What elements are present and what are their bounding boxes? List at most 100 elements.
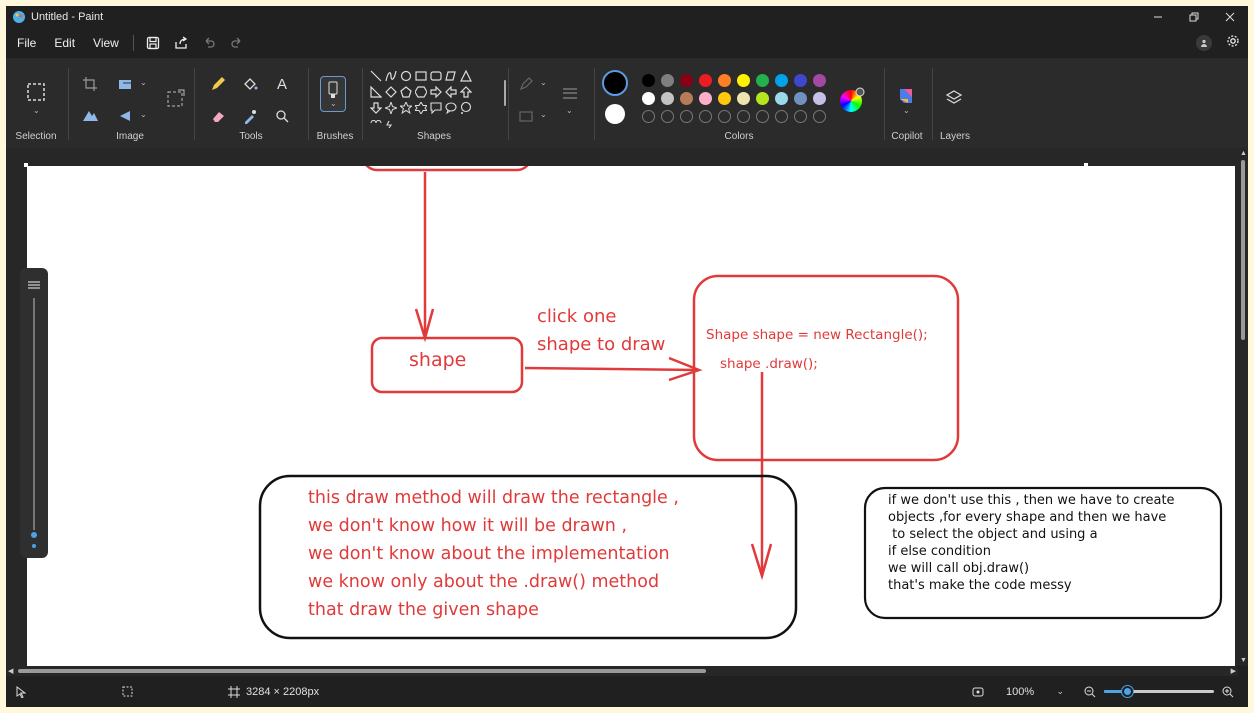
menu-view[interactable]: View — [93, 36, 119, 50]
zoom-dropdown[interactable]: 100% ⌄ — [998, 676, 1070, 707]
outline-button[interactable] — [516, 74, 536, 94]
shape-oval-callout[interactable] — [443, 100, 458, 116]
fill-button[interactable] — [240, 74, 260, 94]
custom-color-swatch[interactable] — [642, 110, 655, 123]
custom-color-swatch[interactable] — [737, 110, 750, 123]
shape-hexagon[interactable] — [413, 84, 428, 100]
share-button[interactable] — [170, 32, 192, 54]
scroll-right-icon[interactable]: ▶ — [1230, 668, 1236, 675]
color-swatch[interactable] — [642, 92, 655, 105]
color-swatch[interactable] — [737, 74, 750, 87]
chevron-down-icon[interactable]: ⌄ — [33, 106, 40, 115]
shape-heart[interactable] — [368, 116, 383, 132]
shapes-scrollbar[interactable] — [504, 80, 506, 106]
shape-left-arrow[interactable] — [443, 84, 458, 100]
color-picker-button[interactable] — [240, 106, 260, 126]
color-swatch[interactable] — [661, 74, 674, 87]
layers-button[interactable] — [944, 88, 964, 108]
color-swatch[interactable] — [775, 74, 788, 87]
custom-color-swatch[interactable] — [756, 110, 769, 123]
shape-rounded-rectangle[interactable] — [428, 68, 443, 84]
shape-six-point-star[interactable] — [413, 100, 428, 116]
color-swatch[interactable] — [756, 92, 769, 105]
chevron-down-icon[interactable]: ⌄ — [140, 110, 147, 119]
menu-file[interactable]: File — [17, 36, 37, 50]
edit-colors-button[interactable] — [840, 87, 865, 112]
color-swatch[interactable] — [718, 92, 731, 105]
zoom-slider[interactable] — [1104, 676, 1214, 707]
custom-color-swatch[interactable] — [794, 110, 807, 123]
shape-five-point-star[interactable] — [398, 100, 413, 116]
shape-right-triangle[interactable] — [368, 84, 383, 100]
zoom-slider-thumb[interactable] — [1122, 686, 1134, 697]
shape-diamond[interactable] — [383, 84, 398, 100]
zoom-out-button[interactable] — [1084, 676, 1096, 707]
color-swatch[interactable] — [680, 74, 693, 87]
custom-color-swatch[interactable] — [775, 110, 788, 123]
secondary-color-swatch[interactable] — [605, 104, 625, 124]
custom-color-swatch[interactable] — [680, 110, 693, 123]
color-swatch[interactable] — [699, 92, 712, 105]
save-button[interactable] — [142, 32, 164, 54]
shape-lightning[interactable] — [383, 116, 398, 132]
image-generator-button[interactable] — [166, 88, 186, 108]
shape-triangle[interactable] — [458, 68, 473, 84]
close-button[interactable] — [1212, 6, 1248, 28]
shape-polygon[interactable] — [443, 68, 458, 84]
color-swatch[interactable] — [680, 92, 693, 105]
scroll-down-icon[interactable]: ▼ — [1240, 657, 1247, 664]
minimize-button[interactable] — [1140, 6, 1176, 28]
chevron-down-icon[interactable]: ⌄ — [540, 110, 547, 119]
fit-to-window-button[interactable] — [972, 676, 984, 707]
custom-color-swatch[interactable] — [661, 110, 674, 123]
remove-background-button[interactable] — [80, 106, 100, 126]
color-swatch[interactable] — [794, 74, 807, 87]
color-swatch[interactable] — [775, 92, 788, 105]
eraser-button[interactable] — [208, 106, 228, 126]
shape-rect-callout[interactable] — [428, 100, 443, 116]
size-button[interactable] — [560, 84, 580, 104]
flip-button[interactable] — [116, 106, 136, 126]
shape-rectangle[interactable] — [413, 68, 428, 84]
color-swatch[interactable] — [737, 92, 750, 105]
color-swatch[interactable] — [642, 74, 655, 87]
canvas-resize-handle[interactable] — [1084, 163, 1088, 167]
brushes-button[interactable]: ⌄ — [320, 76, 346, 112]
text-button[interactable]: A — [272, 74, 292, 94]
resize-button[interactable] — [116, 74, 136, 94]
shape-right-arrow[interactable] — [428, 84, 443, 100]
undo-button[interactable] — [198, 32, 220, 54]
canvas-resize-handle[interactable] — [24, 163, 28, 167]
shape-cloud-callout[interactable] — [458, 100, 473, 116]
drawing-canvas[interactable]: shape click one shape to draw Shape shap… — [27, 166, 1235, 666]
restore-button[interactable] — [1176, 6, 1212, 28]
fill-style-button[interactable] — [516, 106, 536, 126]
redo-button[interactable] — [226, 32, 248, 54]
primary-color-swatch[interactable] — [602, 70, 628, 96]
scroll-left-icon[interactable]: ◀ — [8, 668, 14, 675]
shape-line[interactable] — [368, 68, 383, 84]
brush-size-slider[interactable] — [20, 268, 48, 558]
color-swatch[interactable] — [813, 74, 826, 87]
shape-oval[interactable] — [398, 68, 413, 84]
scroll-up-icon[interactable]: ▲ — [1240, 150, 1247, 157]
settings-button[interactable] — [1226, 34, 1240, 53]
slider-thumb[interactable] — [29, 530, 39, 540]
menu-edit[interactable]: Edit — [54, 36, 76, 50]
color-swatch[interactable] — [699, 74, 712, 87]
account-button[interactable] — [1196, 35, 1212, 51]
color-swatch[interactable] — [813, 92, 826, 105]
horizontal-scroll-thumb[interactable] — [18, 669, 706, 673]
shape-four-point-star[interactable] — [383, 100, 398, 116]
custom-color-swatch[interactable] — [699, 110, 712, 123]
chevron-down-icon[interactable]: ⌄ — [566, 106, 573, 115]
shape-down-arrow[interactable] — [368, 100, 383, 116]
custom-color-swatch[interactable] — [813, 110, 826, 123]
shape-curve[interactable] — [383, 68, 398, 84]
zoom-in-button[interactable] — [1222, 676, 1234, 707]
vertical-scroll-thumb[interactable] — [1241, 160, 1245, 340]
shape-pentagon[interactable] — [398, 84, 413, 100]
vertical-scrollbar[interactable]: ▲ ▼ — [1238, 148, 1248, 666]
pencil-button[interactable] — [208, 74, 228, 94]
copilot-button[interactable] — [896, 86, 916, 106]
